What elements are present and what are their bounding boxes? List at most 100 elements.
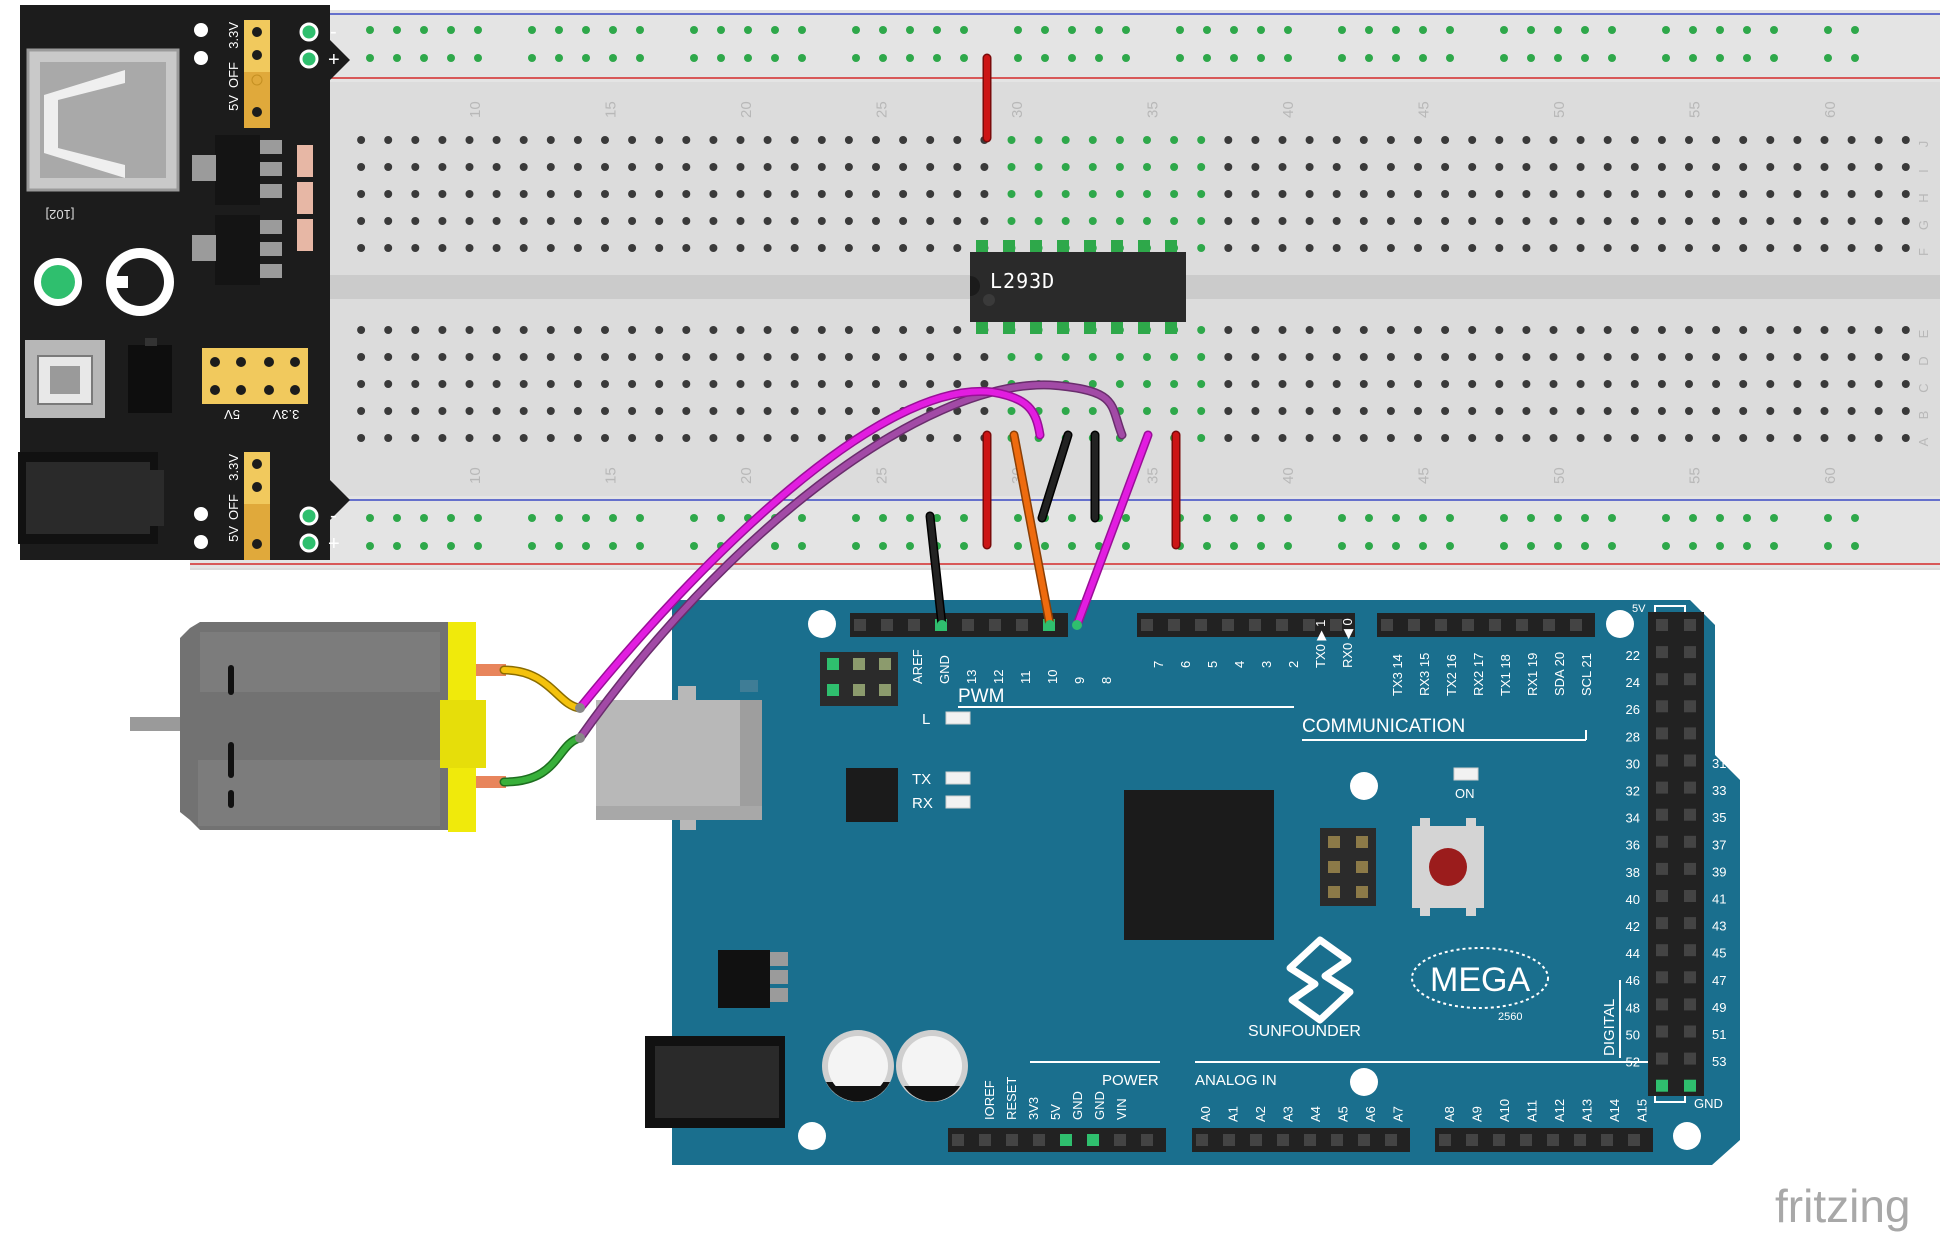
header-pin[interactable] [1656,781,1668,794]
header-pin[interactable] [1331,1134,1343,1146]
header-pin[interactable] [1330,619,1342,631]
header-pin[interactable] [1656,808,1668,821]
header-pin[interactable] [1196,1134,1208,1146]
header-pin[interactable] [1684,781,1696,794]
header-pin[interactable] [1249,619,1261,631]
header-pin[interactable] [1141,1134,1153,1146]
header-pin[interactable] [1684,971,1696,984]
header-pin[interactable] [1114,1134,1126,1146]
header-pin[interactable] [1060,1134,1072,1146]
header-pin[interactable] [1435,619,1447,631]
header-pin[interactable] [1276,619,1288,631]
header-pin[interactable] [1656,754,1668,767]
header-pin[interactable] [1601,1134,1613,1146]
rail-hole [420,54,428,62]
header-pin[interactable] [1223,1134,1235,1146]
header-pin[interactable] [1656,727,1668,740]
header-pin[interactable] [1656,1079,1668,1092]
header-pin[interactable] [1684,700,1696,713]
header-pin[interactable] [1656,700,1668,713]
header-pin[interactable] [1656,971,1668,984]
header-pin[interactable] [1656,944,1668,957]
header-pin[interactable] [1033,1134,1045,1146]
header-pin[interactable] [952,1134,964,1146]
header-pin[interactable] [1304,1134,1316,1146]
header-pin[interactable] [1168,619,1180,631]
header-pin[interactable] [1656,890,1668,902]
header-pin[interactable] [1516,619,1528,631]
header-pin[interactable] [1016,619,1028,631]
header-pin[interactable] [1684,917,1696,930]
header-pin[interactable] [1656,998,1668,1011]
header-pin[interactable] [1684,835,1696,848]
header-pin[interactable] [1684,944,1696,957]
header-pin[interactable] [1656,1052,1668,1065]
breadboard-hole [926,217,935,225]
breadboard-hole [1685,434,1693,442]
header-pin[interactable] [1466,1134,1478,1146]
header-pin[interactable] [1358,1134,1370,1146]
breadboard-hole [980,353,989,361]
header-pin[interactable] [1684,890,1696,902]
header-pin[interactable] [1628,1134,1640,1146]
rail-hole [1419,54,1427,62]
header-pin[interactable] [1381,619,1393,631]
rail-hole [1365,54,1373,62]
header-pin[interactable] [1684,1079,1696,1092]
header-pin[interactable] [854,619,866,631]
breadboard-hole [1332,244,1341,252]
header-pin[interactable] [1408,619,1420,631]
rail-hole [1068,514,1076,522]
pin-label: 3 [1259,661,1274,668]
header-pin[interactable] [1684,862,1696,875]
header-pin[interactable] [1303,619,1315,631]
breadboard-hole [1522,353,1531,361]
header-pin[interactable] [1250,1134,1262,1146]
header-pin[interactable] [908,619,920,631]
breadboard-hole [1224,244,1233,252]
header-pin[interactable] [1684,673,1696,686]
header-pin[interactable] [1087,1134,1099,1146]
header-pin[interactable] [1684,998,1696,1011]
header-pin[interactable] [979,1134,991,1146]
header-pin[interactable] [1574,1134,1586,1146]
jumper-middle[interactable] [202,348,308,404]
breadboard-hole [844,244,853,252]
header-pin[interactable] [1656,917,1668,930]
header-pin[interactable] [1684,1052,1696,1065]
header-pin[interactable] [1656,862,1668,875]
header-pin[interactable] [1570,619,1582,631]
header-pin[interactable] [962,619,974,631]
header-pin[interactable] [1656,673,1668,686]
header-pin[interactable] [1684,754,1696,767]
header-pin[interactable] [1543,619,1555,631]
header-pin[interactable] [1684,619,1696,631]
header-pin[interactable] [1222,619,1234,631]
header-pin[interactable] [1656,1025,1668,1038]
header-pin[interactable] [1493,1134,1505,1146]
header-pin[interactable] [1684,1025,1696,1038]
header-pin[interactable] [1684,646,1696,659]
header-pin[interactable] [1684,808,1696,821]
fritzing-watermark: fritzing [1775,1180,1910,1232]
header-pin[interactable] [989,619,1001,631]
header-pin[interactable] [1141,619,1153,631]
header-pin[interactable] [1489,619,1501,631]
breadboard-hole [1278,326,1287,334]
header-pin[interactable] [1656,619,1668,631]
header-pin[interactable] [1462,619,1474,631]
header-pin[interactable] [1277,1134,1289,1146]
header-pin[interactable] [1385,1134,1397,1146]
header-pin[interactable] [1195,619,1207,631]
header-pin[interactable] [1656,835,1668,848]
header-pin[interactable] [1006,1134,1018,1146]
breadboard-hole [546,434,555,442]
header-pin[interactable] [1439,1134,1451,1146]
header-pin[interactable] [1520,1134,1532,1146]
header-pin[interactable] [1684,727,1696,740]
header-pin[interactable] [1547,1134,1559,1146]
breadboard-hole [790,163,799,171]
header-pin[interactable] [881,619,893,631]
header-pin[interactable] [1656,646,1668,659]
rail-hole [933,54,941,62]
